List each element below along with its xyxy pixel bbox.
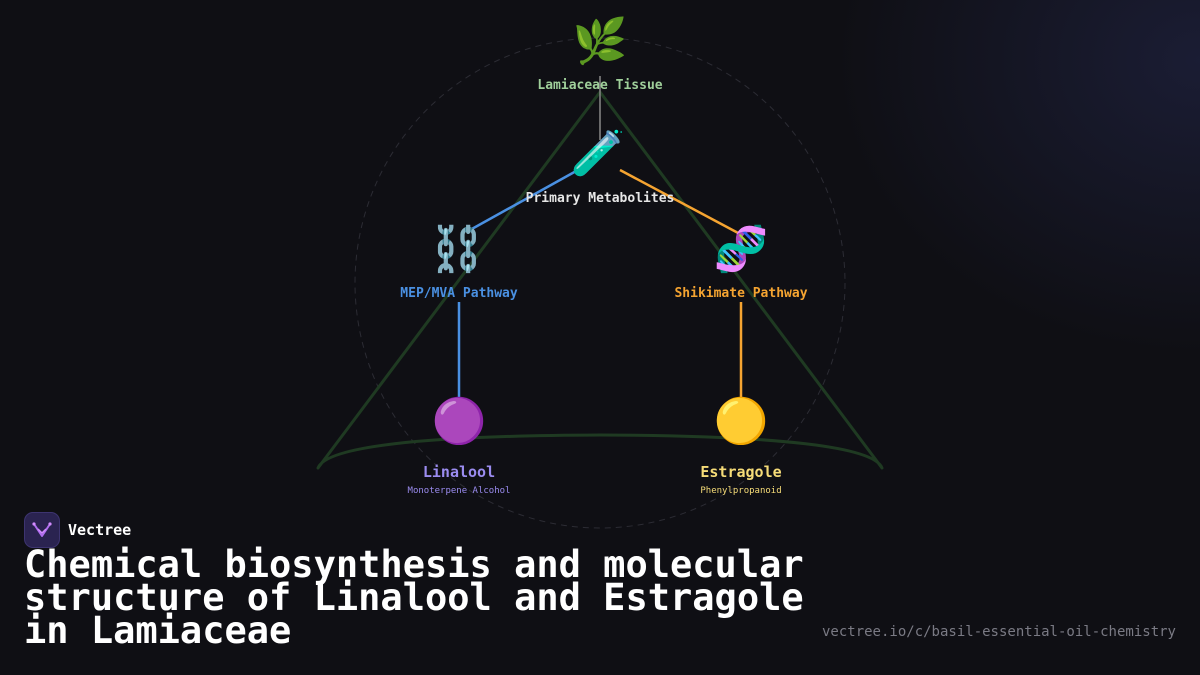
label-shikimate-pathway: Shikimate Pathway: [674, 286, 808, 301]
label-estragole: Estragole: [700, 463, 782, 481]
leaf-icon: 🌿: [572, 16, 628, 67]
connector-primary-to-mep: [469, 168, 579, 232]
dashed-circle-outline: [354, 37, 846, 529]
brand: Vectree: [24, 512, 131, 548]
chain-icon: ⛓️: [429, 224, 485, 275]
label-linalool: Linalool: [422, 463, 496, 481]
vectree-logo-icon: [24, 512, 60, 548]
sublabel-linalool: Monoterpene Alcohol: [407, 486, 511, 496]
connector-primary-to-shikimate: [619, 168, 741, 236]
sublabel-estragole: Phenylpropanoid: [700, 486, 782, 496]
leaf-outline: [316, 90, 884, 470]
label-mep-mva-pathway: MEP/MVA Pathway: [400, 286, 518, 301]
dna-icon: 🧬: [713, 224, 769, 275]
yellow-circle-icon: 🟡: [713, 396, 769, 447]
purple-circle-icon: 🟣: [431, 396, 487, 447]
page-title: Chemical biosynthesis and molecular stru…: [24, 543, 804, 652]
brand-name: Vectree: [68, 521, 132, 539]
label-lamiaceae-tissue: Lamiaceae Tissue: [537, 78, 663, 93]
source-url: vectree.io/c/basil-essential-oil-chemist…: [821, 624, 1176, 640]
test-tube-icon: 🧪: [570, 128, 626, 179]
label-primary-metabolites: Primary Metabolites: [525, 191, 675, 206]
